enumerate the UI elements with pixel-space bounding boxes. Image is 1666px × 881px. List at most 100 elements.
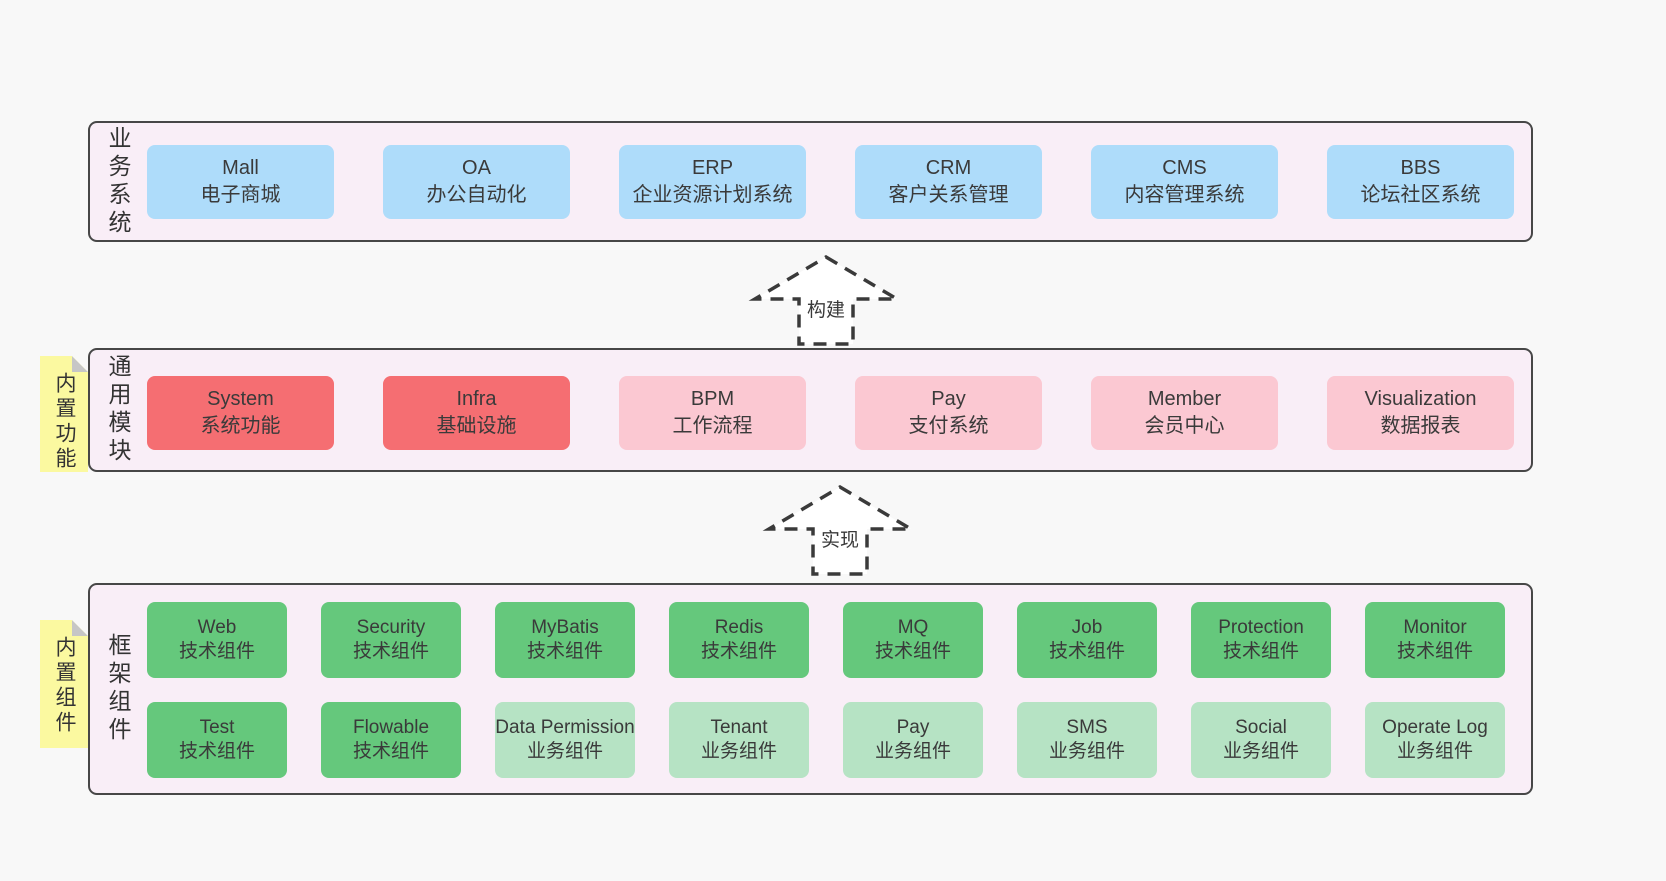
panel-label-components: 框架组件 (105, 633, 131, 745)
box-subtitle: 会员中心 (1144, 415, 1225, 437)
box-pay-module: Pay 支付系统 (855, 376, 1042, 450)
box-title: ERP (691, 157, 734, 180)
box-subtitle: 内容管理系统 (1124, 184, 1245, 206)
box-web: Web 技术组件 (147, 602, 287, 678)
box-mq: MQ 技术组件 (843, 602, 983, 678)
box-subtitle: 办公自动化 (426, 184, 527, 206)
box-sms: SMS 业务组件 (1017, 702, 1157, 778)
box-crm: CRM 客户关系管理 (855, 145, 1042, 219)
box-bbs: BBS 论坛社区系统 (1327, 145, 1514, 219)
box-operate-log: Operate Log 业务组件 (1365, 702, 1505, 778)
box-subtitle: 技术组件 (352, 641, 429, 662)
box-title: Mall (222, 157, 259, 180)
box-tenant: Tenant 业务组件 (669, 702, 809, 778)
sticky-note-builtin-components: 内置组件 (40, 620, 88, 748)
box-infra: Infra 基础设施 (383, 376, 570, 450)
box-subtitle: 工作流程 (672, 415, 753, 437)
box-subtitle: 系统功能 (200, 415, 281, 437)
box-subtitle: 业务组件 (1048, 741, 1125, 762)
box-title: CRM (925, 157, 972, 180)
box-title: Security (356, 616, 426, 638)
components-row-2: Test 技术组件 Flowable 技术组件 Data Permission … (147, 702, 1505, 778)
box-subtitle: 技术组件 (1222, 641, 1299, 662)
sticky-note-label: 内置功能 (53, 372, 76, 472)
box-mybatis: MyBatis 技术组件 (495, 602, 635, 678)
implement-arrow-label: 实现 (817, 524, 863, 553)
box-job: Job 技术组件 (1017, 602, 1157, 678)
business-systems-panel: 业务系统 Mall 电子商城 OA 办公自动化 ERP 企业资源计划系统 CRM… (88, 121, 1533, 242)
box-system: System 系统功能 (147, 376, 334, 450)
box-title: MQ (897, 616, 929, 638)
box-title: Pay (931, 388, 966, 411)
box-subtitle: 技术组件 (700, 641, 777, 662)
box-subtitle: 业务组件 (526, 741, 603, 762)
box-title: BBS (1400, 157, 1441, 180)
build-arrow-label: 构建 (803, 294, 849, 323)
box-title: Visualization (1364, 388, 1477, 411)
common-modules-panel: 通用模块 System 系统功能 Infra 基础设施 BPM 工作流程 Pay… (88, 348, 1533, 472)
box-subtitle: 业务组件 (700, 741, 777, 762)
box-title: Web (197, 616, 237, 638)
box-member: Member 会员中心 (1091, 376, 1278, 450)
sticky-note-label: 内置组件 (53, 636, 76, 736)
box-social: Social 业务组件 (1191, 702, 1331, 778)
box-title: Redis (714, 616, 764, 638)
box-subtitle: 业务组件 (1396, 741, 1473, 762)
box-monitor: Monitor 技术组件 (1365, 602, 1505, 678)
box-subtitle: 技术组件 (178, 641, 255, 662)
box-erp: ERP 企业资源计划系统 (619, 145, 806, 219)
box-title: MyBatis (531, 616, 599, 638)
box-title: Member (1147, 388, 1222, 411)
box-subtitle: 技术组件 (178, 741, 255, 762)
box-subtitle: 企业资源计划系统 (632, 184, 793, 206)
box-subtitle: 基础设施 (436, 415, 517, 437)
box-title: Monitor (1403, 616, 1467, 638)
box-pay-component: Pay 业务组件 (843, 702, 983, 778)
panel-label-business: 业务系统 (105, 125, 131, 238)
box-subtitle: 论坛社区系统 (1360, 184, 1481, 206)
box-mall: Mall 电子商城 (147, 145, 334, 219)
box-test: Test 技术组件 (147, 702, 287, 778)
box-title: SMS (1066, 716, 1108, 738)
box-protection: Protection 技术组件 (1191, 602, 1331, 678)
box-title: System (207, 388, 274, 411)
box-title: CMS (1162, 157, 1207, 180)
business-systems-row: Mall 电子商城 OA 办公自动化 ERP 企业资源计划系统 CRM 客户关系… (147, 145, 1514, 219)
box-subtitle: 技术组件 (352, 741, 429, 762)
box-subtitle: 电子商城 (200, 184, 281, 206)
box-subtitle: 数据报表 (1380, 415, 1461, 437)
common-modules-row: System 系统功能 Infra 基础设施 BPM 工作流程 Pay 支付系统… (147, 376, 1514, 450)
box-title: Operate Log (1382, 716, 1488, 738)
box-bpm: BPM 工作流程 (619, 376, 806, 450)
box-subtitle: 技术组件 (874, 641, 951, 662)
box-title: BPM (690, 388, 735, 411)
components-row-1: Web 技术组件 Security 技术组件 MyBatis 技术组件 Redi… (147, 602, 1505, 678)
box-title: Flowable (352, 716, 430, 738)
sticky-fold-icon (72, 356, 88, 372)
box-title: Job (1071, 616, 1103, 638)
box-subtitle: 技术组件 (1048, 641, 1125, 662)
framework-components-panel: 框架组件 Web 技术组件 Security 技术组件 MyBatis 技术组件… (88, 583, 1533, 795)
box-oa: OA 办公自动化 (383, 145, 570, 219)
box-redis: Redis 技术组件 (669, 602, 809, 678)
box-data-permission: Data Permission 业务组件 (495, 702, 635, 778)
box-subtitle: 技术组件 (526, 641, 603, 662)
box-title: Pay (896, 716, 930, 738)
box-title: OA (462, 157, 491, 180)
box-security: Security 技术组件 (321, 602, 461, 678)
panel-label-modules: 通用模块 (105, 354, 131, 466)
box-visualization: Visualization 数据报表 (1327, 376, 1514, 450)
box-subtitle: 业务组件 (1222, 741, 1299, 762)
box-title: Infra (456, 388, 497, 411)
box-title: Protection (1218, 616, 1304, 638)
box-subtitle: 客户关系管理 (888, 184, 1009, 206)
box-title: Data Permission (495, 716, 635, 738)
box-subtitle: 技术组件 (1396, 641, 1473, 662)
sticky-fold-icon (72, 620, 88, 636)
box-title: Test (199, 716, 235, 738)
box-flowable: Flowable 技术组件 (321, 702, 461, 778)
box-cms: CMS 内容管理系统 (1091, 145, 1278, 219)
sticky-note-builtin-functions: 内置功能 (40, 356, 88, 472)
implement-arrow: 实现 (760, 482, 920, 580)
build-arrow: 构建 (746, 252, 906, 350)
